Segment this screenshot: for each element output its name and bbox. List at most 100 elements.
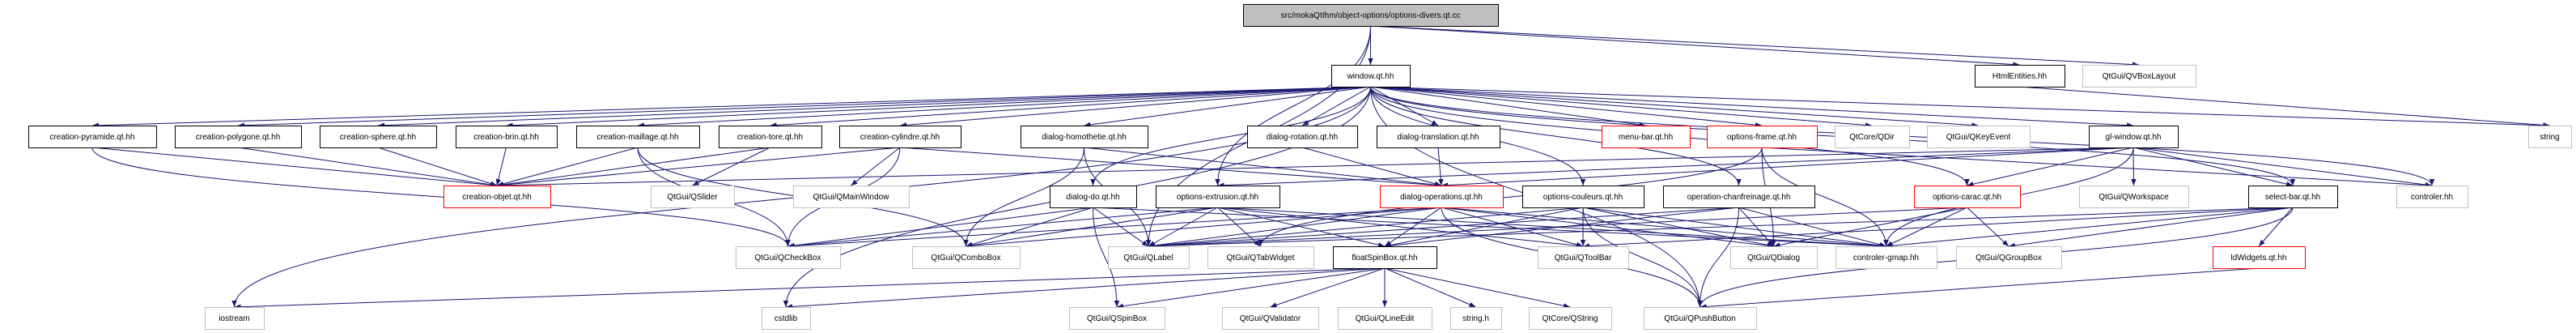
node-qcheckbox[interactable]: QtGui/QCheckBox xyxy=(736,246,841,269)
node-label: QtGui/QTabWidget xyxy=(1227,254,1295,263)
node-qdialog[interactable]: QtGui/QDialog xyxy=(1730,246,1818,269)
node-optcarac[interactable]: options-carac.qt.hh xyxy=(1914,186,2021,208)
node-label: creation-sphere.qt.hh xyxy=(340,133,417,142)
node-box xyxy=(1108,246,1190,269)
node-opchanfreinage[interactable]: operation-chanfreinage.qt.hh xyxy=(1663,186,1815,208)
node-c-polygone[interactable]: creation-polygone.qt.hh xyxy=(175,126,302,148)
node-label: creation-brin.qt.hh xyxy=(473,133,539,142)
node-string[interactable]: string xyxy=(2528,126,2572,148)
node-htmlentities[interactable]: HtmlEntities.hh xyxy=(1975,65,2065,88)
node-box xyxy=(1338,307,1432,330)
node-label: QtGui/QKeyEvent xyxy=(1946,133,2011,142)
node-selectbar[interactable]: select-bar.qt.hh xyxy=(2248,186,2338,208)
node-optcouleurs[interactable]: options-couleurs.qt.hh xyxy=(1522,186,1644,208)
node-box xyxy=(1707,126,1818,148)
node-qmainwindow[interactable]: QtGui/QMainWindow xyxy=(793,186,910,208)
edge-optcouleurs-to-qdialog xyxy=(1582,207,1774,248)
node-glwindow[interactable]: gl-window.qt.hh xyxy=(2089,126,2179,148)
node-window[interactable]: window.qt.hh xyxy=(1331,65,1411,88)
edge-optextrusion-to-qcheckbox xyxy=(787,207,1218,249)
node-iostream[interactable]: iostream xyxy=(205,307,265,330)
node-controler[interactable]: controler.hh xyxy=(2396,186,2468,208)
edge-window-to-selectbar xyxy=(1370,86,2296,186)
node-menubar[interactable]: menu-bar.qt.hh xyxy=(1602,126,1691,148)
edge-selectbar-to-qgroupbox xyxy=(2008,207,2294,249)
node-cstdlib[interactable]: cstdlib xyxy=(762,307,811,330)
edge-glwindow-to-qworkspace xyxy=(2131,147,2137,186)
node-qslider[interactable]: QtGui/QSlider xyxy=(651,186,735,208)
node-c-sphere[interactable]: creation-sphere.qt.hh xyxy=(320,126,437,148)
node-label: dialog-rotation.qt.hh xyxy=(1267,133,1338,142)
edge-window-to-c_maillage xyxy=(637,86,1371,128)
node-box xyxy=(1914,186,2021,208)
node-box xyxy=(1156,186,1280,208)
node-qlabel[interactable]: QtGui/QLabel xyxy=(1108,246,1190,269)
edge-d_translation-to-d_operations xyxy=(1437,147,1444,186)
node-d-translation[interactable]: dialog-translation.qt.hh xyxy=(1377,126,1500,148)
edge-c_tore-to-c_objet xyxy=(496,147,770,188)
node-optextrusion[interactable]: options-extrusion.qt.hh xyxy=(1156,186,1280,208)
node-qstring[interactable]: QtCore/QString xyxy=(1529,307,1612,330)
node-stringh[interactable]: string.h xyxy=(1450,307,1502,330)
node-c-objet[interactable]: creation-objet.qt.hh xyxy=(443,186,551,208)
node-c-brin[interactable]: creation-brin.qt.hh xyxy=(456,126,558,148)
node-box xyxy=(1927,126,2031,148)
node-qkeyevent[interactable]: QtGui/QKeyEvent xyxy=(1927,126,2031,148)
node-qvboxlayout[interactable]: QtGui/QVBoxLayout xyxy=(2082,65,2196,88)
node-ldwidgets[interactable]: ldWidgets.qt.hh xyxy=(2213,246,2306,269)
node-controlergmap[interactable]: controler-gmap.hh xyxy=(1835,246,1937,269)
node-d-rotation[interactable]: dialog-rotation.qt.hh xyxy=(1247,126,1358,148)
edge-d_operations-to-controlergmap xyxy=(1441,207,1886,249)
edge-d_homothetie-to-d_operations xyxy=(1084,147,1442,188)
node-label: creation-polygone.qt.hh xyxy=(196,133,281,142)
edge-glwindow-to-optextrusion xyxy=(1217,147,2134,188)
node-box xyxy=(1207,246,1314,269)
node-qgroupbox[interactable]: QtGui/QGroupBox xyxy=(1956,246,2062,269)
node-c-cylindre[interactable]: creation-cylindre.qt.hh xyxy=(839,126,961,148)
node-c-tore[interactable]: creation-tore.qt.hh xyxy=(719,126,822,148)
edge-window-to-c_cylindre xyxy=(899,86,1371,128)
node-d-do[interactable]: dialog-do.qt.hh xyxy=(1050,186,1137,208)
node-qlineedit[interactable]: QtGui/QLineEdit xyxy=(1338,307,1432,330)
node-box xyxy=(839,126,961,148)
node-label: QtGui/QDialog xyxy=(1747,254,1800,263)
node-qpushbutton[interactable]: QtGui/QPushButton xyxy=(1644,307,1757,330)
edge-c_sphere-to-c_objet xyxy=(377,147,498,186)
node-qdir[interactable]: QtCore/QDir xyxy=(1835,126,1910,148)
node-d-homothetie[interactable]: dialog-homothetie.qt.hh xyxy=(1021,126,1148,148)
node-box xyxy=(1529,307,1612,330)
edge-ldwidgets-to-qpushbutton xyxy=(1700,267,2260,310)
edge-d_operations-to-qcombobox xyxy=(965,207,1442,249)
edge-selectbar-to-ldwidgets xyxy=(2258,207,2294,247)
node-qvalidator[interactable]: QtGui/QValidator xyxy=(1222,307,1319,330)
node-qtoolbar[interactable]: QtGui/QToolBar xyxy=(1538,246,1629,269)
edge-selectbar-to-qlabel xyxy=(1148,207,2294,249)
node-qworkspace[interactable]: QtGui/QWorkspace xyxy=(2079,186,2189,208)
edge-c_tore-to-qslider xyxy=(692,147,770,186)
edge-optcouleurs-to-qlabel xyxy=(1148,207,1584,249)
node-c-maillage[interactable]: creation-maillage.qt.hh xyxy=(576,126,700,148)
edge-root-to-htmlentities xyxy=(1370,25,2020,67)
node-qcombobox[interactable]: QtGui/QComboBox xyxy=(912,246,1021,269)
node-box xyxy=(1522,186,1644,208)
node-label: operation-chanfreinage.qt.hh xyxy=(1687,193,1791,202)
node-floatspinbox[interactable]: floatSpinBox.qt.hh xyxy=(1333,246,1437,269)
edge-floatspinbox-to-qspinbox xyxy=(1116,267,1386,310)
node-label: options-frame.qt.hh xyxy=(1727,133,1797,142)
node-box xyxy=(1069,307,1165,330)
node-root[interactable]: src/mokaQtIhm/object-options/options-div… xyxy=(1243,4,1499,27)
node-box xyxy=(1975,65,2065,88)
node-box xyxy=(175,126,302,148)
node-label: menu-bar.qt.hh xyxy=(1619,133,1673,142)
node-c-pyramide[interactable]: creation-pyramide.qt.hh xyxy=(28,126,157,148)
node-optframe[interactable]: options-frame.qt.hh xyxy=(1707,126,1818,148)
edge-c_pyramide-to-c_objet xyxy=(91,147,498,188)
node-d-operations[interactable]: dialog-operations.qt.hh xyxy=(1380,186,1504,208)
node-label: QtGui/QCheckBox xyxy=(754,254,821,263)
node-label: select-bar.qt.hh xyxy=(2265,193,2320,202)
edge-window-to-optframe xyxy=(1370,86,1763,128)
node-box xyxy=(2396,186,2468,208)
node-qspinbox[interactable]: QtGui/QSpinBox xyxy=(1069,307,1165,330)
node-qtabwidget[interactable]: QtGui/QTabWidget xyxy=(1207,246,1314,269)
node-label: iostream xyxy=(219,314,249,323)
